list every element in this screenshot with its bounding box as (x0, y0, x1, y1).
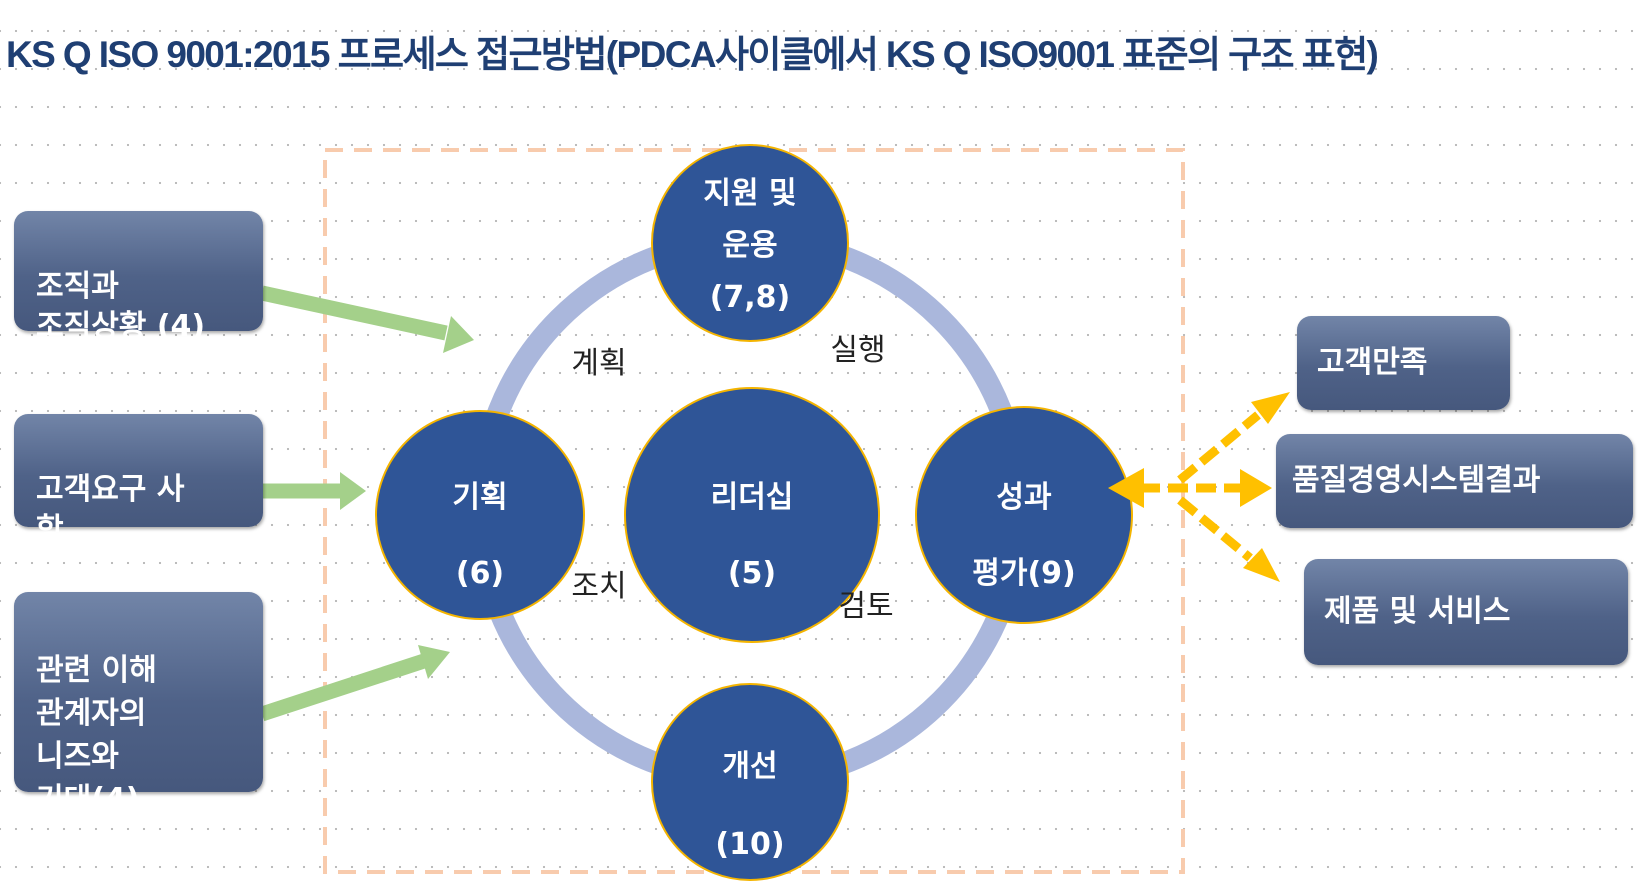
input-label-customer-requirements: 고객요구 사 항 (36, 472, 185, 547)
performance-evaluation-line2: 평가(9) (972, 556, 1076, 591)
input-box-organization-context: 조직과 조직상황 (4) (14, 211, 263, 344)
output-label-qms-results: 품질경영시스템결과 (1292, 463, 1541, 498)
bidirectional-arrow-head (1108, 468, 1144, 508)
support-operation-circle (651, 144, 849, 342)
output-label-products-services: 제품 및 서비스 (1324, 594, 1511, 629)
leadership-circle (624, 387, 880, 643)
performance-evaluation-line1: 성과 (996, 480, 1052, 515)
support-operation-line3: (7,8) (709, 280, 791, 315)
input-box-interested-parties: 관련 이해 관계자의 니즈와 기대(4) (14, 592, 263, 817)
output-arrow-qms-results (1140, 469, 1272, 507)
stage-check-label: 검토 (838, 589, 894, 624)
stage-do-label: 실행 (830, 333, 886, 368)
planning-circle (375, 410, 585, 620)
output-arrow-customer-satisfaction (1177, 392, 1290, 484)
support-operation-line1: 지원 및 (703, 176, 797, 211)
diagram-title: KS Q ISO 9001:2015 프로세스 접근방법(PDCA사이클에서 K… (6, 34, 1379, 75)
support-operation-text: 지원 및 운용 (7,8) (703, 168, 796, 324)
output-box-customer-satisfaction: 고객만족 (1297, 316, 1510, 410)
improvement-text: 개선 (10) (715, 728, 784, 884)
stage-act-label: 조치 (571, 569, 627, 604)
improvement-line1: 개선 (722, 749, 778, 784)
input-box-customer-requirements: 고객요구 사 항 (14, 414, 263, 547)
improvement-circle (651, 683, 849, 881)
planning-text: 기획 (6) (452, 460, 507, 612)
input-arrow-context (260, 285, 474, 353)
improvement-line2: (10) (715, 827, 785, 862)
input-arrow-customer (262, 472, 366, 510)
planning-line1: 기획 (452, 480, 508, 515)
stage-plan-label: 계획 (571, 346, 627, 381)
output-label-customer-satisfaction: 고객만족 (1317, 345, 1428, 380)
planning-line2: (6) (455, 556, 505, 591)
performance-evaluation-circle (915, 406, 1133, 624)
leadership-line2: (5) (727, 556, 777, 591)
input-label-interested-parties: 관련 이해 관계자의 니즈와 기대(4) (36, 653, 157, 817)
input-arrow-stakeholders (259, 645, 450, 722)
support-operation-line2: 운용 (722, 228, 778, 263)
output-arrow-products-services (1177, 496, 1280, 582)
performance-evaluation-text: 성과 평가(9) (972, 460, 1076, 612)
output-box-products-services: 제품 및 서비스 (1304, 559, 1628, 665)
input-label-organization-context: 조직과 조직상황 (4) (36, 269, 206, 344)
leadership-text: 리더십 (5) (711, 460, 794, 612)
output-box-qms-results: 품질경영시스템결과 (1276, 434, 1633, 528)
leadership-line1: 리더십 (710, 480, 794, 515)
